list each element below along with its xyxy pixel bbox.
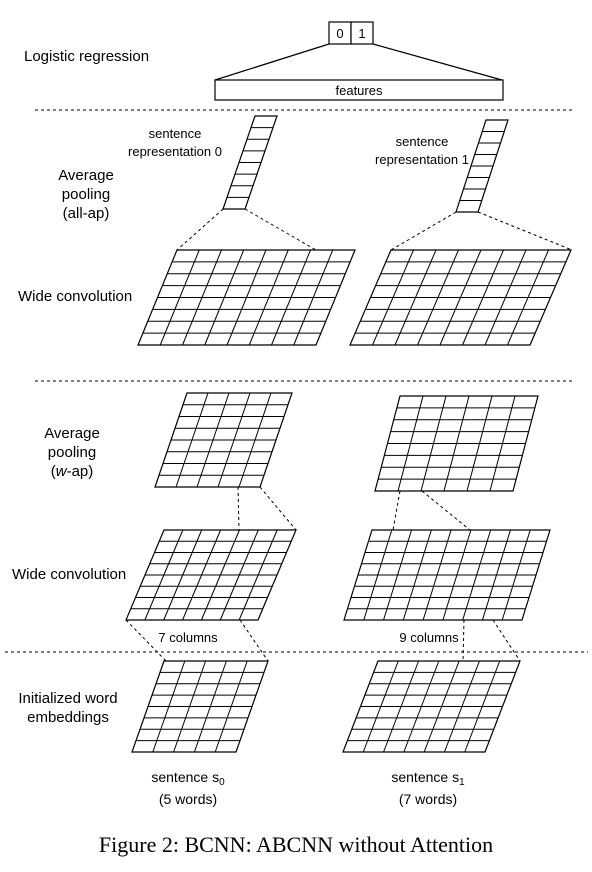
sentence-rep-labels: sentence representation 0 sentence repre…	[128, 126, 469, 167]
sentence-rep-1-line1: sentence	[396, 134, 449, 149]
label-avg-pool-all-line3: (all-ap)	[63, 205, 110, 222]
w-ap-map-left	[154, 392, 293, 488]
sentence-s0-label: sentence s0	[151, 769, 225, 788]
feature-map-grids	[125, 115, 572, 753]
bottom-conv-map-right	[343, 529, 551, 621]
top-conv-map-left	[137, 249, 356, 346]
label-avg-pool-w-line3: (w-ap)	[51, 463, 94, 480]
column-label-7: 7 columns	[158, 630, 218, 645]
sentence-rep-0-vector	[222, 115, 278, 210]
top-conv-map-right	[349, 249, 572, 346]
label-logistic-regression: Logistic regression	[24, 48, 149, 65]
output-node: 0 1	[328, 21, 374, 45]
features-label: features	[336, 83, 383, 98]
label-avg-pool-w-line2: pooling	[48, 444, 96, 461]
sentence-rep-0-line2: representation 0	[128, 144, 222, 159]
feature-to-output-connector	[214, 43, 503, 81]
sentence-rep-0-line1: sentence	[149, 126, 202, 141]
column-label-9: 9 columns	[399, 630, 459, 645]
sentence-s1-label: sentence s1	[391, 769, 465, 788]
label-avg-pool-all-line1: Average	[58, 167, 114, 184]
figure-caption: Figure 2: BCNN: ABCNN without Attention	[99, 832, 493, 857]
label-wide-conv-bottom: Wide convolution	[12, 566, 126, 583]
label-avg-pool-w-line1: Average	[44, 425, 100, 442]
layer-connectors	[125, 208, 573, 662]
sentence-labels: sentence s0 (5 words) sentence s1 (7 wor…	[151, 769, 465, 807]
layer-labels: Logistic regression Average pooling (all…	[12, 48, 149, 726]
label-wide-conv-top: Wide convolution	[18, 288, 132, 305]
output-cell-1: 1	[358, 26, 365, 41]
sentence-rep-1-vector	[455, 119, 509, 213]
w-ap-map-right	[374, 395, 539, 492]
features-box: features	[214, 79, 504, 101]
label-embeddings-line1: Initialized word	[18, 690, 117, 707]
sentence-rep-1-line2: representation 1	[375, 152, 469, 167]
sentence-s1-words: (7 words)	[399, 791, 457, 807]
column-labels: 7 columns 9 columns	[158, 630, 459, 645]
label-embeddings-line2: embeddings	[27, 709, 109, 726]
output-cell-0: 0	[336, 26, 343, 41]
embedding-map-left	[131, 660, 269, 753]
section-separators	[5, 109, 588, 653]
embedding-map-right	[342, 660, 521, 753]
bottom-conv-map-left	[125, 529, 297, 621]
sentence-s0-words: (5 words)	[159, 791, 217, 807]
label-avg-pool-all-line2: pooling	[62, 186, 110, 203]
